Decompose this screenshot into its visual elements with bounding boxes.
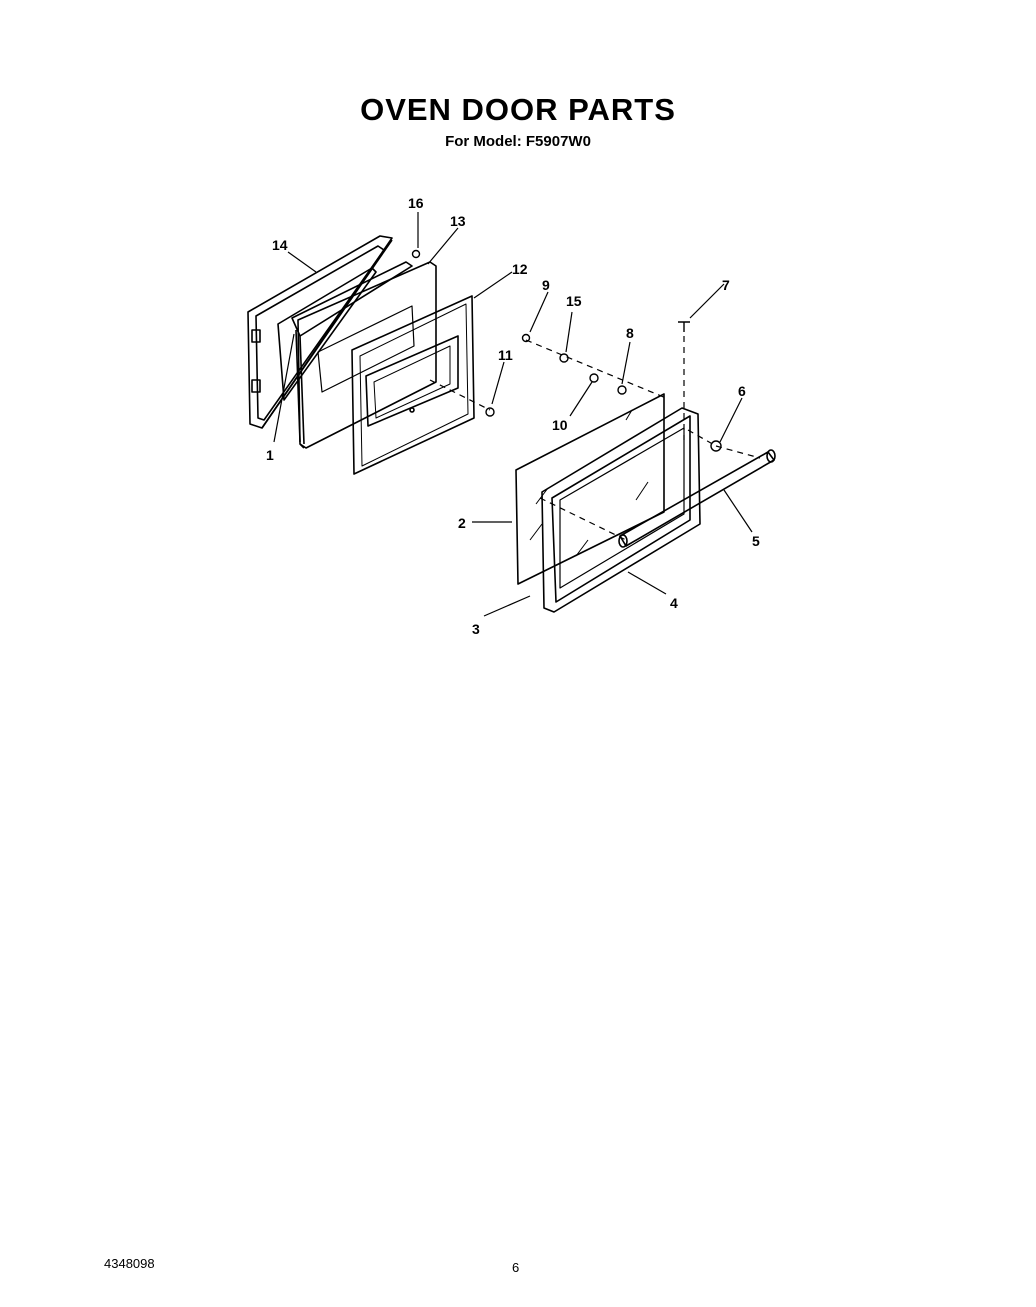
door-panel-part — [351, 295, 475, 475]
model-subtitle: For Model: F5907W0 — [445, 133, 591, 150]
callout-2: 2 — [458, 515, 466, 531]
page-number: 6 — [512, 1260, 520, 1275]
callout-6: 6 — [738, 383, 746, 399]
callout-9: 9 — [542, 277, 550, 293]
callout-14: 14 — [272, 237, 288, 253]
assembly-lines — [429, 336, 761, 541]
callout-7: 7 — [722, 277, 730, 293]
callout-1: 1 — [266, 447, 274, 463]
page-title: OVEN DOOR PARTS — [360, 92, 676, 127]
callout-15: 15 — [566, 293, 582, 309]
callout-11: 11 — [498, 347, 513, 363]
leader-lines — [273, 212, 753, 617]
document-number: 4348098 — [104, 1256, 155, 1271]
door-handle-part — [618, 449, 776, 548]
inner-door-panel-part — [247, 235, 393, 429]
callout-5: 5 — [752, 533, 760, 549]
outer-door-frame-part — [541, 407, 701, 613]
callout-8: 8 — [626, 325, 634, 341]
callout-10: 10 — [552, 417, 568, 433]
callout-13: 13 — [450, 213, 466, 229]
callout-16: 16 — [408, 195, 424, 211]
door-glass-part — [515, 393, 665, 585]
callout-12: 12 — [512, 261, 528, 277]
callout-4: 4 — [670, 595, 678, 611]
callout-3: 3 — [472, 621, 480, 637]
